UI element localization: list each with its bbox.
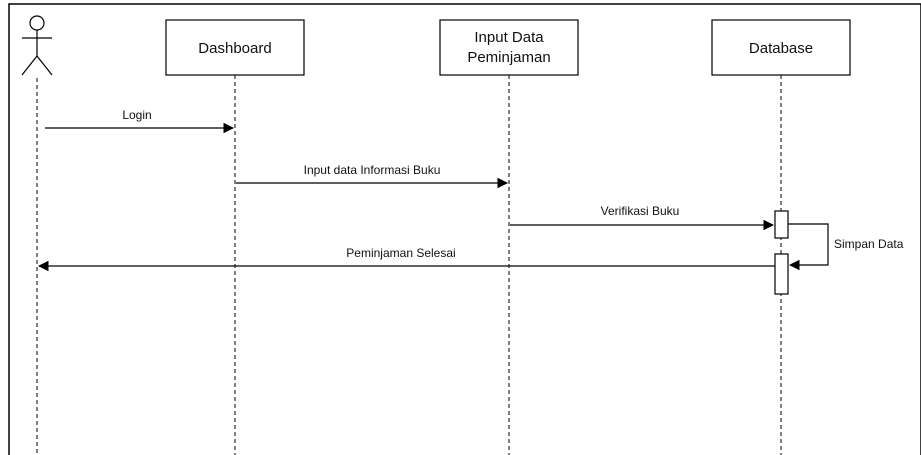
message-login-label: Login (122, 108, 151, 122)
actor-icon (21, 15, 53, 76)
participant-database-label: Database (749, 40, 813, 57)
participant-dashboard-label: Dashboard (198, 40, 271, 57)
diagram-frame (8, 3, 921, 455)
message-simpan-data: Simpan Data (788, 223, 904, 271)
participant-dashboard: Dashboard (165, 19, 305, 76)
activation-database-2 (774, 253, 789, 295)
participant-input-label-line2: Peminjaman (467, 49, 550, 66)
message-input-data-label: Input data Informasi Buku (304, 163, 441, 177)
participant-input-label-line1: Input Data (474, 29, 544, 46)
participant-database: Database (711, 19, 851, 76)
message-peminjaman-selesai: Peminjaman Selesai (37, 246, 775, 272)
message-verifikasi-label: Verifikasi Buku (601, 204, 680, 218)
activation-database-1 (774, 210, 789, 239)
message-input-data: Input data Informasi Buku (236, 163, 509, 189)
message-simpan-data-label: Simpan Data (834, 237, 904, 251)
message-peminjaman-selesai-label: Peminjaman Selesai (346, 246, 455, 260)
message-verifikasi: Verifikasi Buku (510, 204, 775, 231)
participant-input: Input Data Peminjaman (439, 19, 579, 76)
message-login: Login (45, 108, 235, 134)
